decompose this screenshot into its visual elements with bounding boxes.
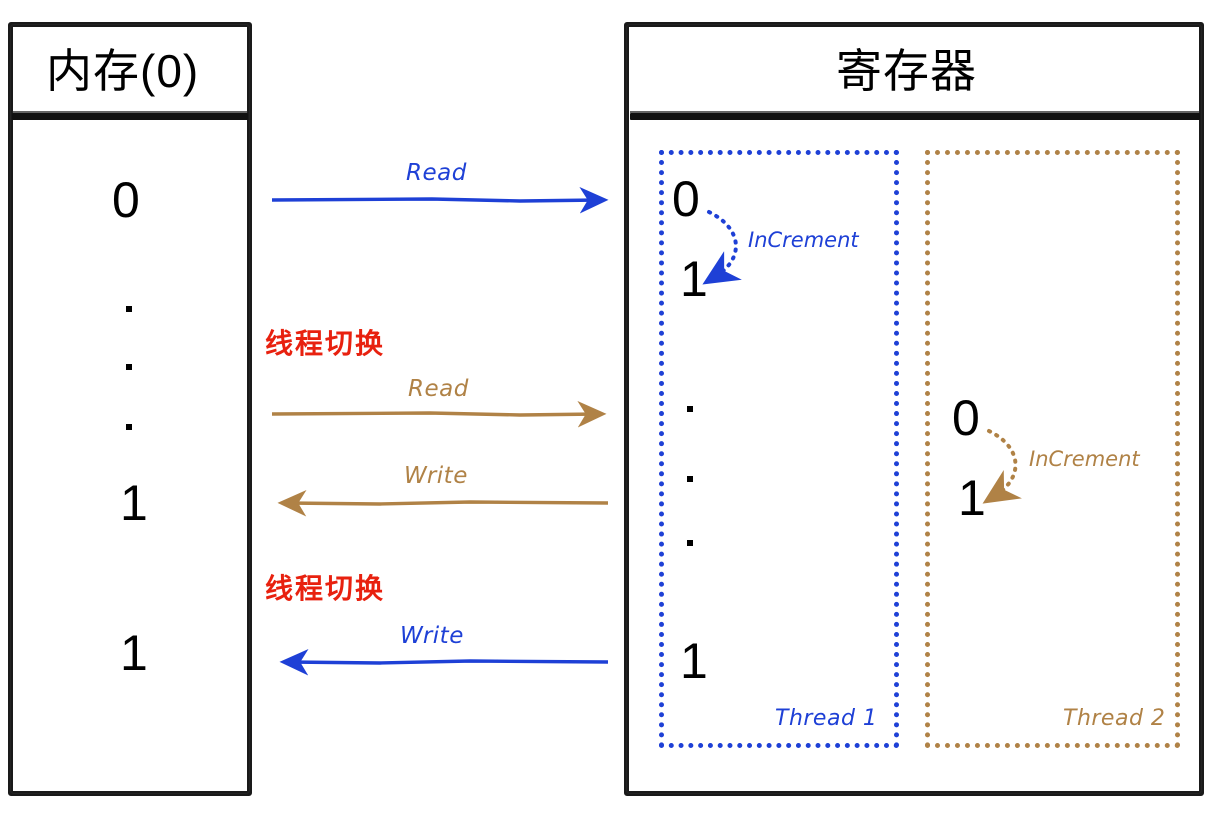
memory-value-2: 1 [120,625,148,681]
thread-2-value-after: 1 [958,470,986,526]
arrow-read-thread1 [271,186,609,214]
context-switch-label-1: 线程切换 [265,327,386,360]
thread-2-increment-label: InCrement [1029,447,1140,471]
arrow-increment-thread1 [702,210,742,285]
memory-ellipsis-dot [126,364,132,370]
arrow-write-thread2 [277,489,609,517]
thread-1-ellipsis-dot [687,406,693,412]
thread-1-increment-label: InCrement [748,228,859,252]
memory-value-1: 1 [120,475,148,531]
thread-2-label: Thread 2 [1063,706,1166,731]
register-title: 寄存器 [836,45,977,97]
memory-title: 内存(0) [46,45,200,97]
thread-1-ellipsis-dot [687,476,693,482]
memory-value-0: 0 [112,172,140,228]
thread-1-ellipsis-dot [687,540,693,546]
thread-1-panel [659,150,899,748]
thread-1-value-final: 1 [680,633,708,689]
thread-2-panel [925,150,1180,748]
arrow-read-thread2 [271,401,607,428]
register-header-divider [630,111,1200,120]
thread-2-value-before: 0 [952,390,980,446]
context-switch-label-2: 线程切换 [265,572,386,605]
arrow-increment-thread2 [982,429,1022,504]
arrow-write-thread1 [279,648,609,676]
transfer-label-write-1: Write [404,463,468,489]
memory-box [8,22,252,796]
memory-header-divider [12,111,248,120]
transfer-label-read-2: Read [408,376,469,402]
memory-ellipsis-dot [126,424,132,430]
thread-1-value-before: 0 [672,171,700,227]
transfer-label-write-2: Write [400,623,464,649]
transfer-label-read-1: Read [406,160,467,186]
memory-ellipsis-dot [126,306,132,312]
thread-1-label: Thread 1 [775,706,878,731]
